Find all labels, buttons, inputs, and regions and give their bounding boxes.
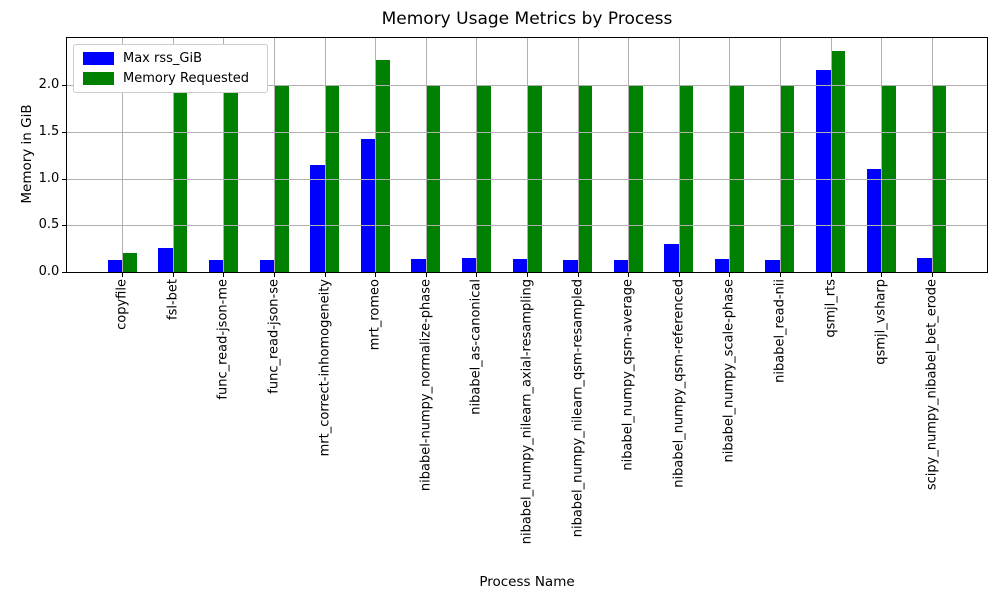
x-tick-label: func_read-json-me (215, 279, 231, 400)
bar-max-rss (917, 257, 932, 272)
y-tick-label: 0.5 (38, 217, 60, 233)
x-tick-label: qsmjl_vsharp (873, 279, 889, 365)
vertical-gridline (476, 37, 478, 272)
bar-max-rss (613, 259, 629, 272)
y-tick-mark (62, 85, 67, 87)
y-axis-label: Memory in GiB (19, 104, 35, 204)
bar-max-rss (765, 259, 780, 272)
x-tick-mark (476, 273, 478, 277)
x-tick-label: mrt_correct-inhomogeneity (317, 279, 333, 457)
y-tick-mark (62, 178, 67, 180)
bar-max-rss (259, 259, 275, 272)
legend-item: Memory Requested (83, 71, 249, 86)
legend-color-patch (83, 52, 114, 65)
x-tick-mark (527, 273, 528, 277)
vertical-gridline (779, 37, 781, 272)
x-tick-mark (779, 273, 781, 277)
vertical-gridline (527, 37, 528, 272)
vertical-gridline (628, 37, 630, 272)
bar-max-rss (208, 259, 224, 272)
bar-max-rss (360, 139, 376, 272)
bar-max-rss (310, 164, 325, 272)
x-tick-label: scipy_numpy_nibabel_bet_erode (924, 279, 940, 491)
x-tick-label: nibabel_numpy_scale-phase (721, 279, 737, 463)
x-tick-mark (324, 273, 326, 277)
x-tick-mark (678, 273, 680, 277)
vertical-gridline (274, 37, 276, 272)
bar-max-rss (866, 169, 882, 272)
vertical-gridline (122, 37, 124, 272)
y-tick-label: 1.0 (38, 170, 60, 186)
x-tick-mark (223, 273, 225, 277)
bar-max-rss (664, 243, 679, 272)
x-tick-mark (425, 273, 427, 277)
vertical-gridline (729, 37, 731, 272)
bar-max-rss (563, 259, 578, 272)
x-tick-mark (931, 273, 933, 277)
legend-label: Max rss_GiB (123, 51, 203, 66)
x-axis-label: Process Name (479, 574, 575, 590)
x-tick-mark (122, 273, 124, 277)
x-tick-label: nibabel_numpy_nilearn_qsm-resampled (570, 279, 586, 538)
bar-max-rss (461, 257, 477, 272)
x-tick-mark (375, 273, 377, 277)
x-tick-label: nibabel_read-nii (772, 279, 788, 383)
vertical-gridline (577, 37, 579, 272)
y-tick-label: 2.0 (38, 77, 60, 93)
vertical-gridline (324, 37, 326, 272)
x-tick-mark (881, 273, 883, 277)
bar-max-rss (512, 258, 527, 272)
x-tick-label: nibabel-numpy_normalize-phase (418, 279, 434, 492)
x-tick-label: qsmjl_rts (823, 279, 839, 338)
x-tick-label: nibabel_as-canonical (468, 279, 484, 415)
y-tick-label: 0.0 (38, 264, 60, 279)
x-tick-mark (577, 273, 579, 277)
x-tick-label: fsl-bet (165, 279, 181, 320)
y-tick-label: 1.5 (38, 123, 60, 139)
y-tick-mark (62, 225, 67, 227)
y-tick-mark (62, 131, 67, 133)
x-tick-label: nibabel_numpy_qsm-referenced (671, 279, 687, 488)
x-tick-label: mrt_romeo (367, 279, 383, 351)
y-tick-mark (62, 272, 67, 273)
bar-max-rss (411, 258, 426, 272)
vertical-gridline (931, 37, 933, 272)
bar-mem-requested (830, 50, 846, 272)
bar-max-rss (816, 70, 831, 272)
legend: Max rss_GiB Memory Requested (73, 44, 269, 93)
vertical-gridline (223, 37, 225, 272)
bar-max-rss (107, 259, 123, 272)
x-tick-label: nibabel_numpy_qsm-average (620, 279, 636, 471)
bar-mem-requested (375, 59, 390, 272)
vertical-gridline (172, 37, 174, 272)
bar-max-rss (714, 258, 730, 272)
legend-color-patch (83, 72, 114, 85)
x-tick-mark (628, 273, 630, 277)
vertical-gridline (881, 37, 883, 272)
x-tick-mark (830, 273, 832, 277)
bar-max-rss (158, 247, 173, 272)
chart-title: Memory Usage Metrics by Process (381, 9, 673, 29)
vertical-gridline (425, 37, 427, 272)
vertical-gridline (830, 37, 832, 272)
x-tick-mark (729, 273, 731, 277)
bar-mem-requested (122, 253, 137, 272)
legend-label: Memory Requested (123, 71, 250, 86)
x-tick-label: copyfile (114, 279, 130, 330)
x-tick-mark (172, 273, 174, 277)
x-tick-label: func_read-json-se (266, 279, 282, 394)
x-tick-label: nibabel_numpy_nilearn_axial-resampling (519, 279, 535, 545)
legend-item: Max rss_GiB (83, 51, 249, 66)
vertical-gridline (375, 37, 377, 272)
vertical-gridline (678, 37, 680, 272)
x-tick-mark (274, 273, 276, 277)
